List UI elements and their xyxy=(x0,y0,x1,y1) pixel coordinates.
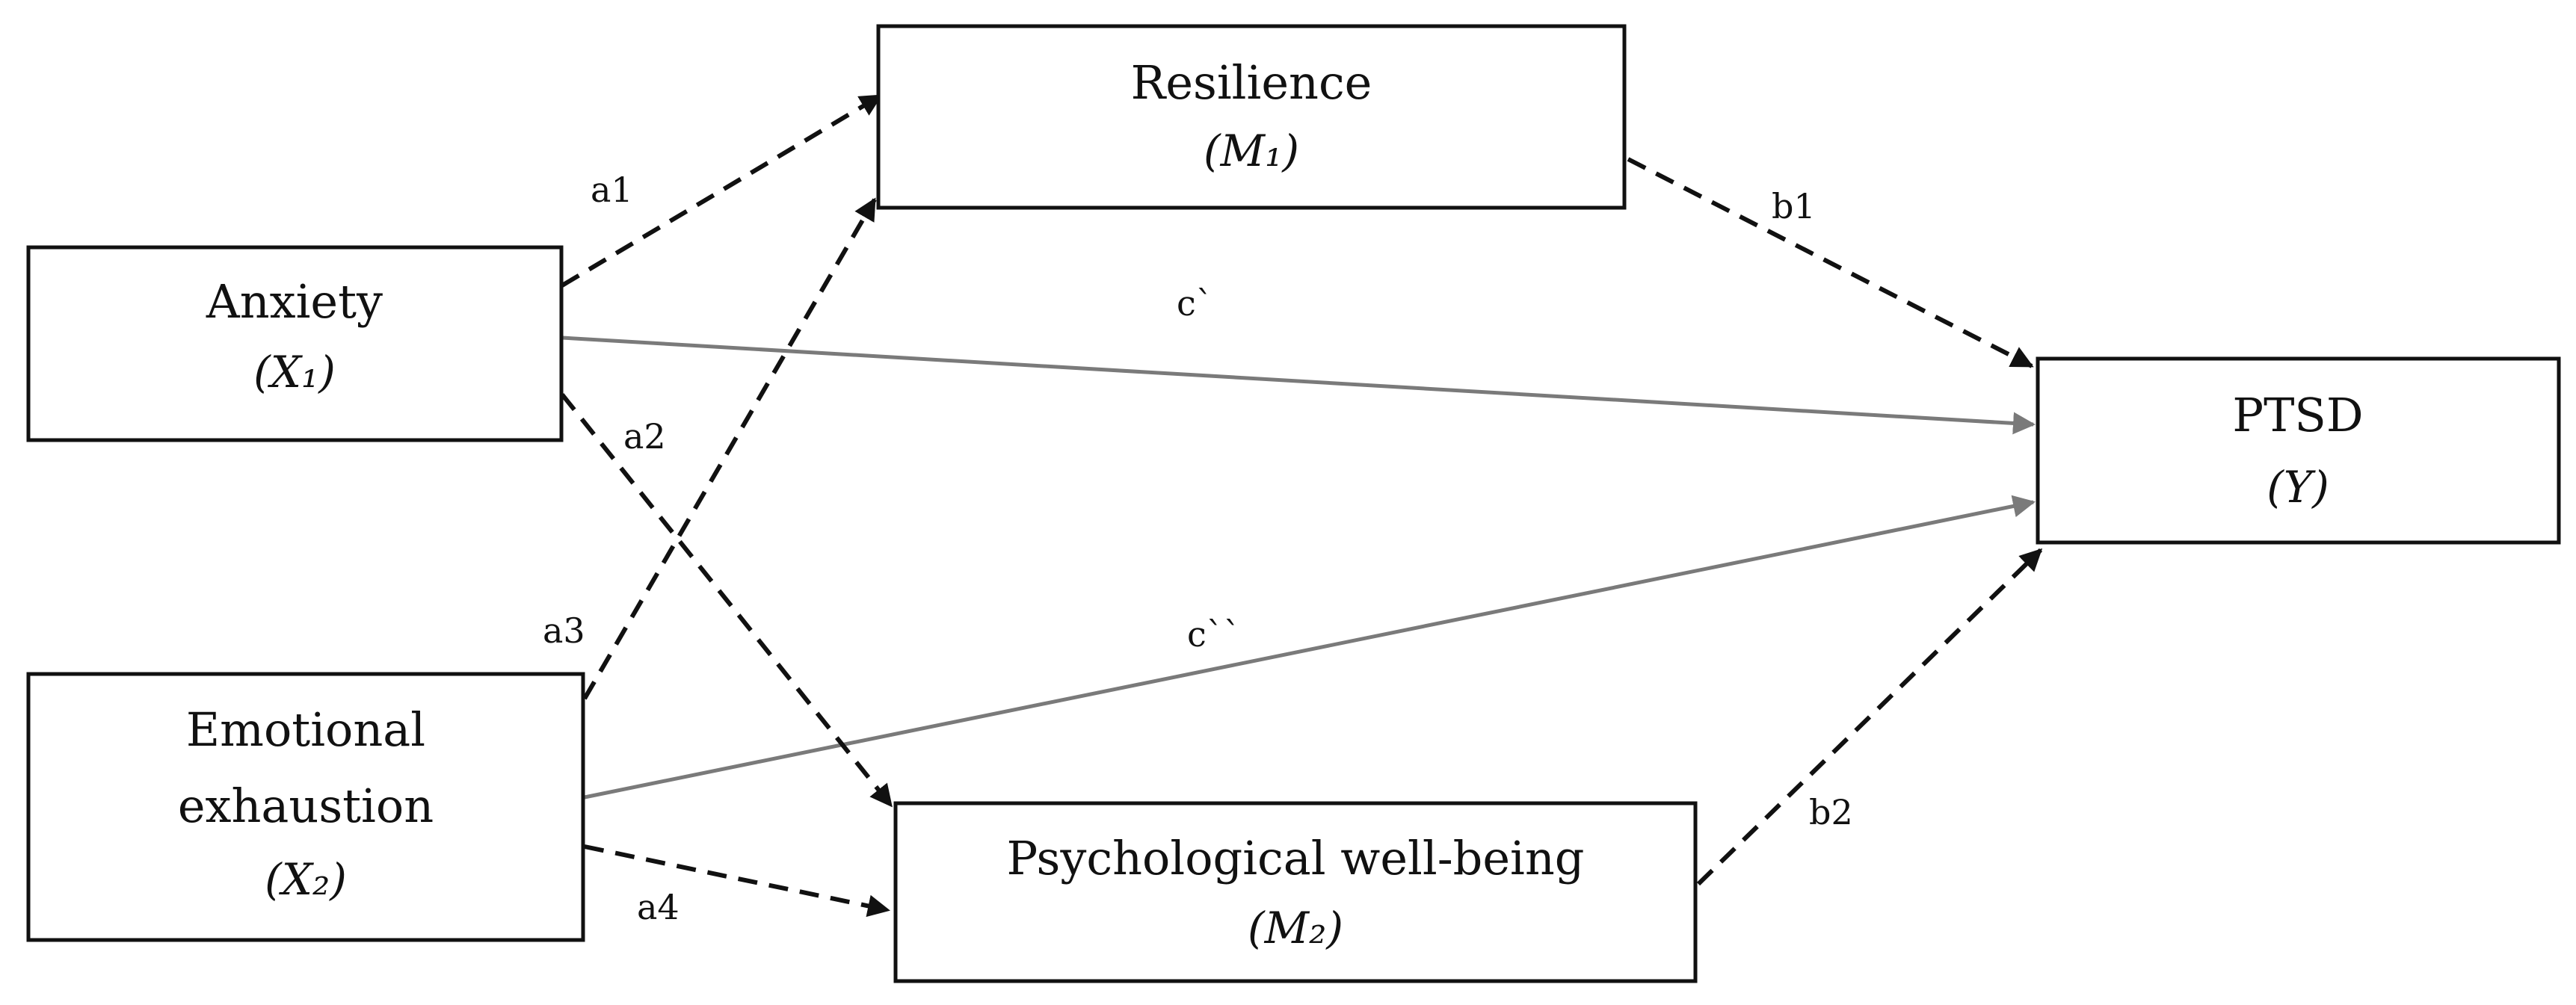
node-ptsd-subtitle: (Y) xyxy=(2267,462,2329,513)
node-psychological-wellbeing-box xyxy=(893,801,1698,983)
path-a4-arrow xyxy=(584,844,890,918)
node-resilience: Resilience (M₁) xyxy=(876,24,1627,210)
node-psychological-wellbeing: Psychological well-being (M₂) xyxy=(893,801,1698,983)
node-psychological-wellbeing-subtitle: (M₂) xyxy=(1248,903,1343,953)
path-c1-arrow xyxy=(561,335,2036,435)
label-a4: a4 xyxy=(637,887,680,927)
node-emotional-exhaustion-box xyxy=(26,672,585,942)
node-ptsd: PTSD (Y) xyxy=(2036,356,2561,545)
label-c1: c` xyxy=(1177,283,1213,324)
node-psychological-wellbeing-title: Psychological well-being xyxy=(1007,831,1585,885)
path-a3-arrow xyxy=(582,197,877,700)
node-anxiety-subtitle: (X₁) xyxy=(253,347,336,398)
node-emotional-exhaustion-title-line1: Emotional xyxy=(186,702,425,757)
node-emotional-exhaustion-title-line2: exhaustion xyxy=(178,779,434,833)
node-emotional-exhaustion: Emotional exhaustion (X₂) xyxy=(26,672,585,942)
path-c2-arrow xyxy=(584,495,2036,800)
path-b2-arrow xyxy=(1696,548,2043,886)
label-a2: a2 xyxy=(623,416,666,457)
label-a1: a1 xyxy=(591,170,633,210)
node-resilience-subtitle: (M₁) xyxy=(1204,126,1299,176)
node-anxiety: Anxiety (X₁) xyxy=(26,245,564,442)
node-ptsd-title: PTSD xyxy=(2232,388,2363,442)
node-anxiety-title: Anxiety xyxy=(206,274,383,329)
path-b1-arrow xyxy=(1627,157,2034,368)
path-a2-arrow xyxy=(560,393,893,808)
label-a3: a3 xyxy=(543,610,585,651)
label-b1: b1 xyxy=(1772,186,1816,226)
label-b2: b2 xyxy=(1809,792,1853,832)
node-resilience-title: Resilience xyxy=(1131,55,1372,110)
node-anxiety-box xyxy=(26,245,564,442)
label-c2: c`` xyxy=(1187,614,1241,655)
node-resilience-box xyxy=(876,24,1627,210)
node-ptsd-box xyxy=(2036,356,2561,545)
node-emotional-exhaustion-subtitle: (X₂) xyxy=(265,854,347,905)
